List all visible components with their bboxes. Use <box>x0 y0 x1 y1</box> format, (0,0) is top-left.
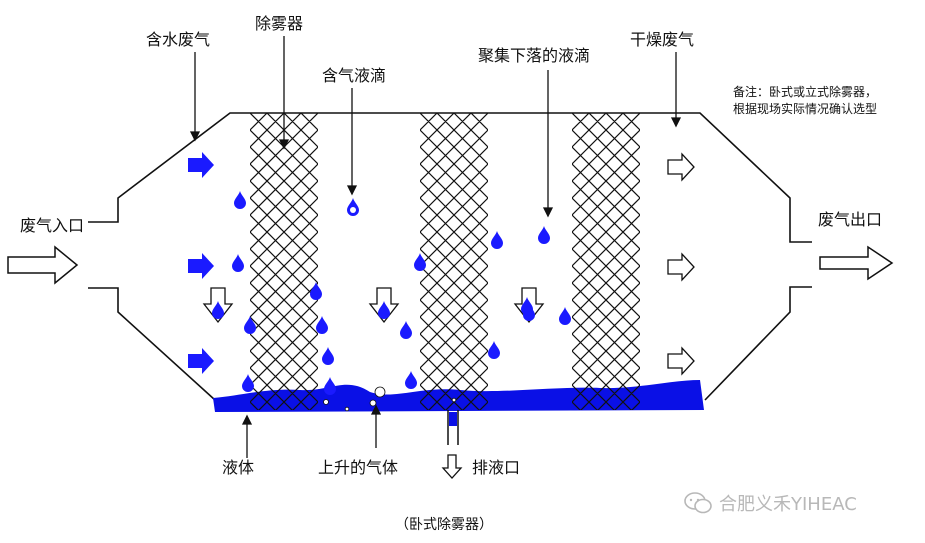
droplet <box>378 301 390 319</box>
dry-gas-arrow <box>667 252 695 282</box>
bubble <box>369 399 377 407</box>
droplet <box>414 253 426 271</box>
wet-gas-arrow <box>188 253 214 279</box>
droplet <box>538 226 550 244</box>
gas-bubble <box>350 207 356 213</box>
wet-gas-arrows <box>188 152 214 374</box>
mesh-pad <box>572 113 640 410</box>
bubble <box>451 397 457 403</box>
watermark: 合肥义禾YIHEAC <box>683 490 857 516</box>
droplet <box>488 341 500 359</box>
mesh-pad <box>250 113 318 410</box>
droplet <box>400 321 412 339</box>
label-collected-droplets: 聚集下落的液滴 <box>478 46 591 65</box>
down-arrows <box>202 287 545 479</box>
bubble <box>374 386 386 398</box>
droplet <box>310 282 322 300</box>
selection-note: 备注：卧式或立式除雾器， 根据现场实际情况确认选型 <box>733 84 877 118</box>
label-inlet: 废气入口 <box>20 216 85 235</box>
droplet <box>316 316 328 334</box>
label-liquid: 液体 <box>222 458 255 477</box>
droplet <box>244 316 256 334</box>
droplet <box>559 307 571 325</box>
label-drain: 排液口 <box>472 458 521 477</box>
dry-gas-arrows <box>667 152 695 376</box>
inlet-arrow <box>7 245 79 285</box>
droplet <box>212 301 224 319</box>
bubble <box>323 399 329 405</box>
drain-pipe <box>447 410 459 445</box>
label-rising-gas: 上升的气体 <box>318 458 399 477</box>
label-outlet: 废气出口 <box>818 210 883 229</box>
note-line-2: 根据现场实际情况确认选型 <box>733 102 878 116</box>
dry-gas-arrow <box>667 152 695 182</box>
droplet <box>405 371 417 389</box>
droplet <box>242 374 254 392</box>
label-dry-gas: 干燥废气 <box>630 30 695 49</box>
wechat-icon <box>684 492 712 514</box>
leaders <box>189 36 682 458</box>
figure-caption: （卧式除雾器） <box>395 517 493 533</box>
outlet-arrow <box>819 245 894 281</box>
bubble <box>344 406 350 412</box>
droplet <box>322 347 334 365</box>
droplet <box>234 191 246 209</box>
droplet <box>324 377 336 395</box>
mesh-pad <box>420 113 488 410</box>
drain-arrow <box>441 454 463 479</box>
droplet <box>232 254 244 272</box>
bubbles <box>323 386 457 412</box>
droplet <box>523 303 535 321</box>
wet-gas-arrow <box>188 152 214 178</box>
drain-liquid <box>449 412 457 426</box>
wet-gas-arrow <box>188 348 214 374</box>
dry-gas-arrow <box>667 346 695 376</box>
label-gas-droplets: 含气液滴 <box>322 66 387 85</box>
droplet <box>491 231 503 249</box>
watermark-text: 合肥义禾YIHEAC <box>719 494 857 515</box>
label-demister: 除雾器 <box>255 14 304 33</box>
label-wet-gas: 含水废气 <box>146 30 211 49</box>
note-line-1: 备注：卧式或立式除雾器， <box>733 85 878 99</box>
vessel-outline <box>88 112 812 401</box>
